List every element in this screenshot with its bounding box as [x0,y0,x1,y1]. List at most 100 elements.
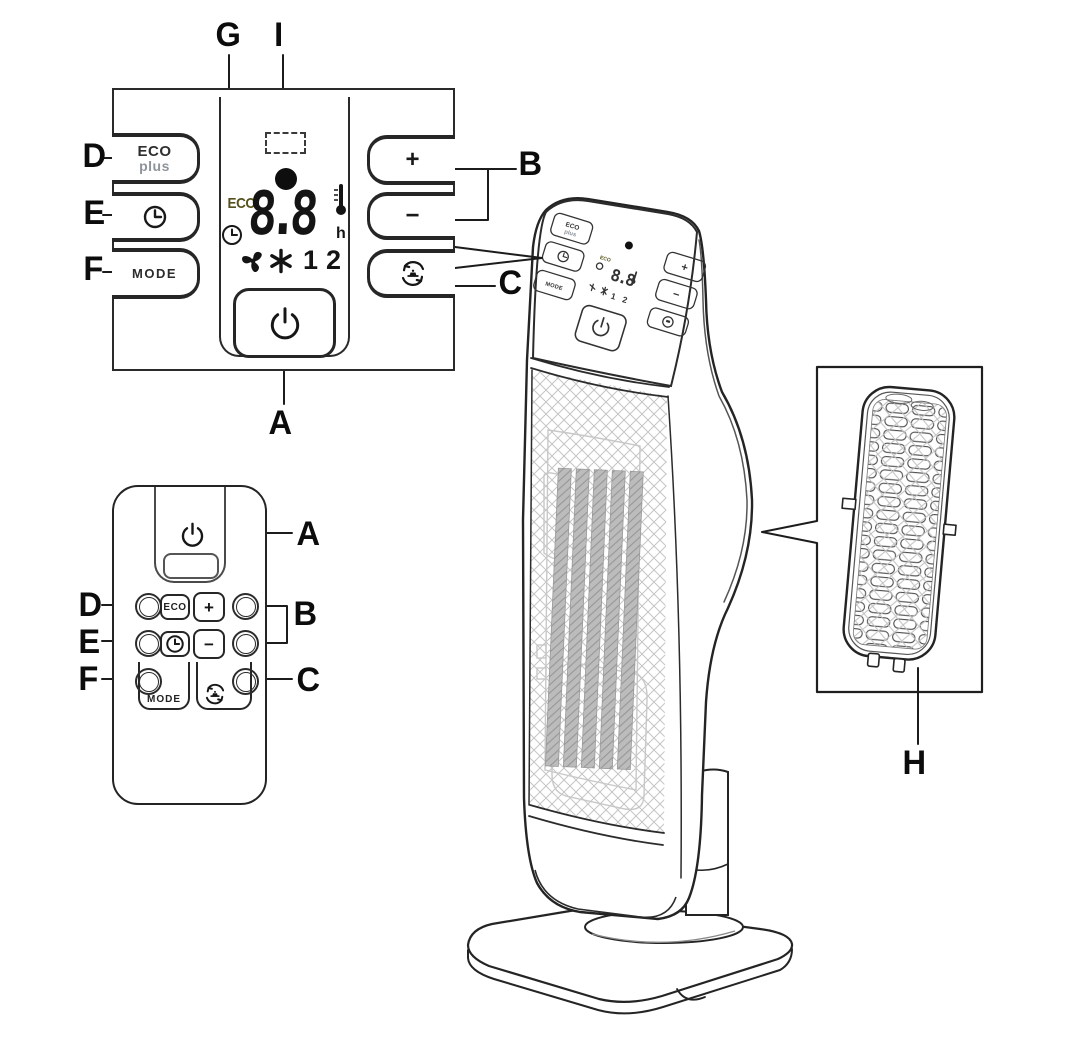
remote-minus-button [232,630,259,657]
mini-display-mode-icons [589,283,609,296]
part-label-b-remote: B [293,595,317,633]
remote-timer-button [135,630,162,657]
power-icon [270,307,299,340]
heating-element-slats [544,467,644,770]
filter-left-clip [841,497,857,511]
filter-inset-box [815,365,984,694]
tower-body [521,196,754,921]
mini-eco-plus-button [550,212,594,245]
display-timer-icon [222,225,242,245]
part-label-e-remote: E [78,623,100,661]
part-label-g: G [215,16,241,54]
mini-display-level1: 1 [610,291,618,302]
mini-mode-button [533,269,576,301]
remote-minus-label-box: − [193,629,225,659]
mini-minus-label: − [671,288,681,302]
tower-top-panel-face: ECO plus MODE + − ECO 8.8 1 2 [531,199,707,388]
mini-plus-button [663,251,707,283]
mini-oscillation-icon [662,316,674,328]
tower-bottom-rim [534,869,677,919]
rear-filter [841,385,957,673]
part-label-f-panel: F [83,250,103,288]
part-label-b-panel: B [518,145,542,183]
part-label-c-panel: C [498,264,522,302]
timer-icon [143,205,166,229]
display-fan-icon [242,251,262,273]
remote-timer-icon [166,635,184,653]
mini-display-eco: ECO [599,255,611,264]
remote-plus-label-box: + [193,592,225,622]
minus-button: − [367,192,455,240]
part-label-a-remote: A [296,515,320,553]
mode-label: MODE [132,266,177,281]
remote-eco-label: ECO [163,601,187,613]
remote-emitter-window [163,553,219,579]
remote-eco-button [135,593,162,620]
indicator-led [275,168,297,190]
eco-plus-label-bottom: plus [139,158,170,174]
eco-plus-label-top: ECO [137,143,172,160]
mini-eco-label: ECO [565,221,581,232]
remote-mode-button [135,668,162,695]
part-label-c-remote: C [296,661,320,699]
remote-receiver-window [265,132,306,154]
mini-display-value: 8.8 [608,265,637,290]
filter-right-clip [942,523,957,537]
mode-button: MODE [112,248,200,299]
display-level2: 2 [326,245,342,275]
display-thermometer-icon [334,184,346,215]
part-label-e-panel: E [83,194,105,232]
mini-timer-button [541,241,585,272]
remote-mode-label: MODE [147,694,181,705]
power-button [233,288,336,358]
mini-control-panel: ECO plus MODE + − ECO 8.8 1 2 [533,212,707,352]
oscillation-button [367,249,455,298]
filter-callout-wedge [761,520,818,544]
mini-plus-label: + [679,261,689,275]
mini-oscillation-button [646,307,690,337]
part-label-h: H [902,744,926,782]
part-label-d-panel: D [82,137,106,175]
remote-oscillation-button [232,668,259,695]
timer-button [112,192,200,242]
control-panel-diagram: ECO plus MODE + − [112,88,455,371]
mini-display-thermometer-icon [632,271,638,282]
filter-bottom-tab [892,657,906,673]
swivel-disc [584,910,744,944]
remote-top-section [154,487,226,583]
display-frost-icon [270,248,292,274]
remote-control-diagram: ECO + − MODE [112,485,267,805]
remote-minus-label: − [204,634,214,654]
remote-oscillation-icon [205,683,225,705]
remote-plus-label: + [204,597,214,617]
mini-mode-label: MODE [544,281,563,292]
remote-plus-button [232,593,259,620]
mini-power-icon [592,317,610,337]
mini-timer-icon [557,250,569,263]
mini-indicator-led [624,241,633,250]
front-grille [528,357,682,879]
minus-label: − [405,202,420,229]
remote-power-icon [181,522,204,547]
remote-timer-label-box [160,631,190,657]
support-pole [685,768,729,916]
part-label-i: I [274,16,283,54]
mini-plus-sub-label: plus [563,229,577,239]
plus-button: + [367,135,455,185]
eco-plus-button: ECO plus [112,133,200,184]
heater-base [466,907,794,1015]
mini-power-button [574,304,627,352]
mini-display-level2: 2 [621,294,629,305]
display-eco-label: ECO [227,195,256,212]
filter-bottom-tab [866,652,881,668]
display-level1: 1 [303,245,319,275]
oscillation-icon [401,260,424,286]
display-value: 8.8 [246,179,313,249]
part-label-d-remote: D [78,586,102,624]
plus-label: + [405,146,420,173]
remote-eco-label-box: ECO [160,594,190,620]
part-label-a-panel: A [268,404,292,442]
display-hour-unit: h [336,225,346,242]
part-label-f-remote: F [78,660,98,698]
